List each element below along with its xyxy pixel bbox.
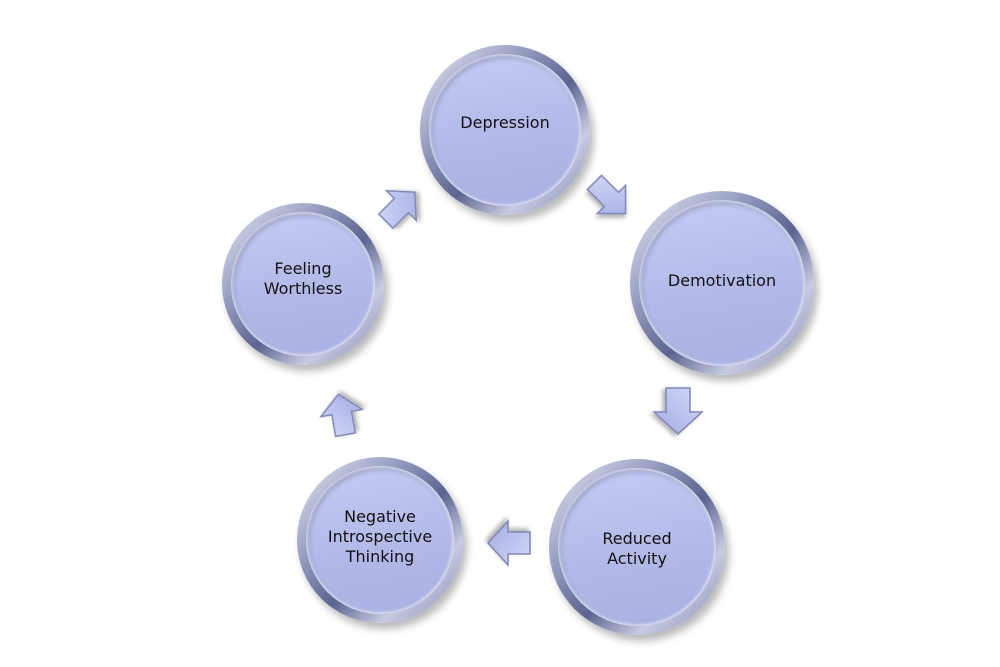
node-face: Depression	[429, 54, 581, 206]
node-label-feeling-worthless: Feeling Worthless	[263, 259, 343, 298]
node-feeling-worthless: Feeling Worthless	[222, 203, 384, 365]
node-face: Feeling Worthless	[231, 212, 375, 356]
arrow-depression-to-demotivation	[586, 174, 627, 215]
arrow-feeling-worthless-to-depression	[377, 189, 418, 230]
node-face: Reduced Activity	[558, 468, 716, 626]
node-depression: Depression	[420, 45, 590, 215]
node-label-demotivation: Demotivation	[667, 271, 777, 290]
node-negative-introspective-thinking: Negative Introspective Thinking	[297, 457, 463, 623]
node-face: Demotivation	[639, 200, 805, 366]
node-reduced-activity: Reduced Activity	[549, 459, 725, 635]
node-label-reduced-activity: Reduced Activity	[602, 529, 672, 568]
node-label-depression: Depression	[460, 113, 550, 132]
node-face: Negative Introspective Thinking	[306, 466, 454, 614]
arrow-negative-thinking-to-feeling-worthless	[319, 393, 365, 438]
node-label-negative-thinking: Negative Introspective Thinking	[327, 507, 433, 566]
node-demotivation: Demotivation	[630, 191, 814, 375]
arrow-demotivation-to-reduced-activity	[652, 387, 704, 436]
arrow-reduced-activity-to-negative-thinking	[486, 519, 531, 567]
